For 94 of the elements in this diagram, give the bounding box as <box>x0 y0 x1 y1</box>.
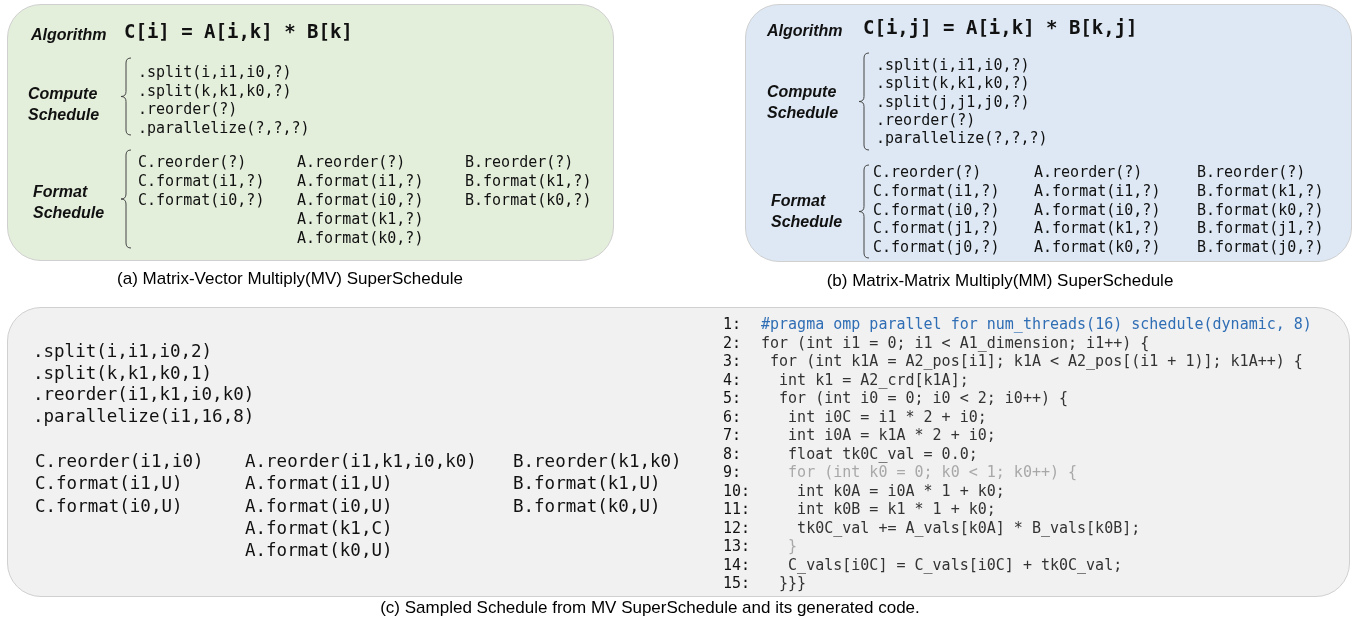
code-line: A.format(i1,U) <box>245 473 393 495</box>
code-line: .parallelize(?,?,?) <box>138 118 310 137</box>
code-line: .split(j,j1,j0,?) <box>876 92 1030 111</box>
code-line: } <box>788 537 798 555</box>
code-line: for (int i0 = 0; i0 < 2; i0++) { <box>779 389 1069 407</box>
section-label: Compute Schedule <box>28 84 101 125</box>
code-line: C.format(i0,?) <box>138 191 265 209</box>
line-number: 4: <box>723 370 742 389</box>
code-line: A.format(i1,?) <box>297 172 424 190</box>
line-number: 6: <box>723 407 742 426</box>
code-line: B.reorder(?) <box>465 153 574 171</box>
line-number: 2: <box>723 333 742 352</box>
code-line: .split(k,k1,k0,?) <box>138 81 292 100</box>
code-line: tk0C_val += A_vals[k0A] * B_vals[k0B]; <box>797 518 1141 537</box>
code-line: B.reorder(k1,k0) <box>513 451 682 472</box>
code-line: int k1 = A2_crd[k1A]; <box>779 370 969 389</box>
code-line: C.format(i1,?) <box>873 181 1000 200</box>
code-line: C.format(i1,?) <box>138 172 265 190</box>
code-line: C.reorder(?) <box>873 163 982 181</box>
code-line: A.reorder(i1,k1,i0,k0) <box>245 451 477 472</box>
line-number: 9: <box>723 463 742 481</box>
code-line: for (int k1A = A2_pos[i1]; k1A < A2_pos[(i1 + 1)]; k1A++) { <box>770 352 1303 370</box>
line-number: 1: <box>723 315 742 333</box>
section-label: Format Schedule <box>33 182 106 223</box>
code-line: A.format(k1,?) <box>297 210 424 228</box>
line-number: 15: <box>723 574 751 592</box>
panel-caption: (a) Matrix-Vector Multiply(MV) SuperSchedule <box>117 269 463 289</box>
section-label: Compute Schedule <box>767 82 840 123</box>
panel-card <box>7 307 1350 597</box>
code-line: int i0C = i1 * 2 + i0; <box>788 407 987 426</box>
code-line: B.format(k0,?) <box>1197 200 1324 219</box>
line-number: 5: <box>723 389 742 407</box>
code-line: B.format(k0,U) <box>513 495 661 517</box>
code-line: .reorder(?) <box>138 100 238 118</box>
code-line: A.format(i0,?) <box>1034 200 1161 219</box>
line-number: 12: <box>723 518 751 537</box>
code-line: B.format(k0,?) <box>465 191 592 209</box>
code-line: float tk0C_val = 0.0; <box>788 444 978 463</box>
code-line: .reorder(?) <box>876 110 976 129</box>
code-line: for (int k0 = 0; k0 < 1; k0++) { <box>788 463 1078 481</box>
section-label: Algorithm <box>31 25 108 45</box>
panel-card <box>745 4 1352 262</box>
code-line: C.reorder(?) <box>138 153 247 171</box>
code-line: B.format(k1,U) <box>513 473 661 495</box>
code-line: .split(i,i1,i0,2) <box>33 341 213 362</box>
line-number: 10: <box>723 481 751 500</box>
code-line: int k0B = k1 * 1 + k0; <box>797 500 996 518</box>
code-line: .parallelize(i1,16,8) <box>33 405 255 427</box>
code-line: A.format(i0,U) <box>245 495 393 517</box>
line-number: 11: <box>723 500 751 518</box>
code-line: B.format(k1,?) <box>465 172 592 190</box>
line-number: 14: <box>723 555 751 574</box>
code-line: A.format(k1,?) <box>1034 219 1161 238</box>
section-label: Algorithm <box>767 21 844 41</box>
code-line: A.format(k0,U) <box>245 540 393 562</box>
line-number: 3: <box>723 352 742 370</box>
code-line: for (int i1 = 0; i1 < A1_dimension; i1++) { <box>761 333 1150 352</box>
line-number: 7: <box>723 426 742 444</box>
algorithm-formula: C[i] = A[i,k] * B[k] <box>124 20 353 42</box>
line-number: 8: <box>723 444 742 463</box>
code-line: .split(i,i1,i0,?) <box>138 63 292 81</box>
code-line: B.format(j1,?) <box>1197 219 1324 238</box>
section-label: Format Schedule <box>771 191 844 232</box>
panel-card <box>7 4 614 261</box>
panel-caption: (b) Matrix-Matrix Multiply(MM) SuperSchedule <box>826 271 1174 291</box>
code-line: C.format(i0,?) <box>873 200 1000 219</box>
code-line: C.format(j1,?) <box>873 219 1000 238</box>
code-line: .split(i,i1,i0,?) <box>876 56 1030 74</box>
code-line: .reorder(i1,k1,i0,k0) <box>33 384 255 405</box>
code-line: .split(k,k1,k0,1) <box>33 362 213 384</box>
code-line: B.format(k1,?) <box>1197 181 1324 200</box>
code-line: A.format(k0,?) <box>1034 238 1161 257</box>
line-number: 13: <box>723 537 751 555</box>
code-line: #pragma omp parallel for num_threads(16) schedule(dynamic, 8) <box>761 315 1312 333</box>
code-line: .parallelize(?,?,?) <box>876 129 1048 148</box>
code-line: C_vals[i0C] = C_vals[i0C] + tk0C_val; <box>788 555 1123 574</box>
code-line: A.format(k1,C) <box>245 517 393 539</box>
code-line: .split(k,k1,k0,?) <box>876 74 1030 93</box>
code-line: C.reorder(i1,i0) <box>35 451 204 472</box>
code-line: A.format(k0,?) <box>297 229 424 247</box>
code-line: A.format(i0,?) <box>297 191 424 209</box>
code-line: B.format(j0,?) <box>1197 238 1324 257</box>
code-line: C.format(i0,U) <box>35 495 183 517</box>
code-line: C.format(i1,U) <box>35 473 183 495</box>
code-line: C.format(j0,?) <box>873 238 1000 257</box>
code-line: int i0A = k1A * 2 + i0; <box>788 426 996 444</box>
code-line: int k0A = i0A * 1 + k0; <box>797 481 1005 500</box>
panel-caption: (c) Sampled Schedule from MV SuperSchedule and its generated code. <box>380 598 920 618</box>
algorithm-formula: C[i,j] = A[i,k] * B[k,j] <box>863 16 1138 38</box>
code-line: A.reorder(?) <box>297 153 406 171</box>
code-line: }}} <box>779 574 807 592</box>
code-line: A.format(i1,?) <box>1034 181 1161 200</box>
code-line: A.reorder(?) <box>1034 163 1143 181</box>
code-line: B.reorder(?) <box>1197 163 1306 181</box>
